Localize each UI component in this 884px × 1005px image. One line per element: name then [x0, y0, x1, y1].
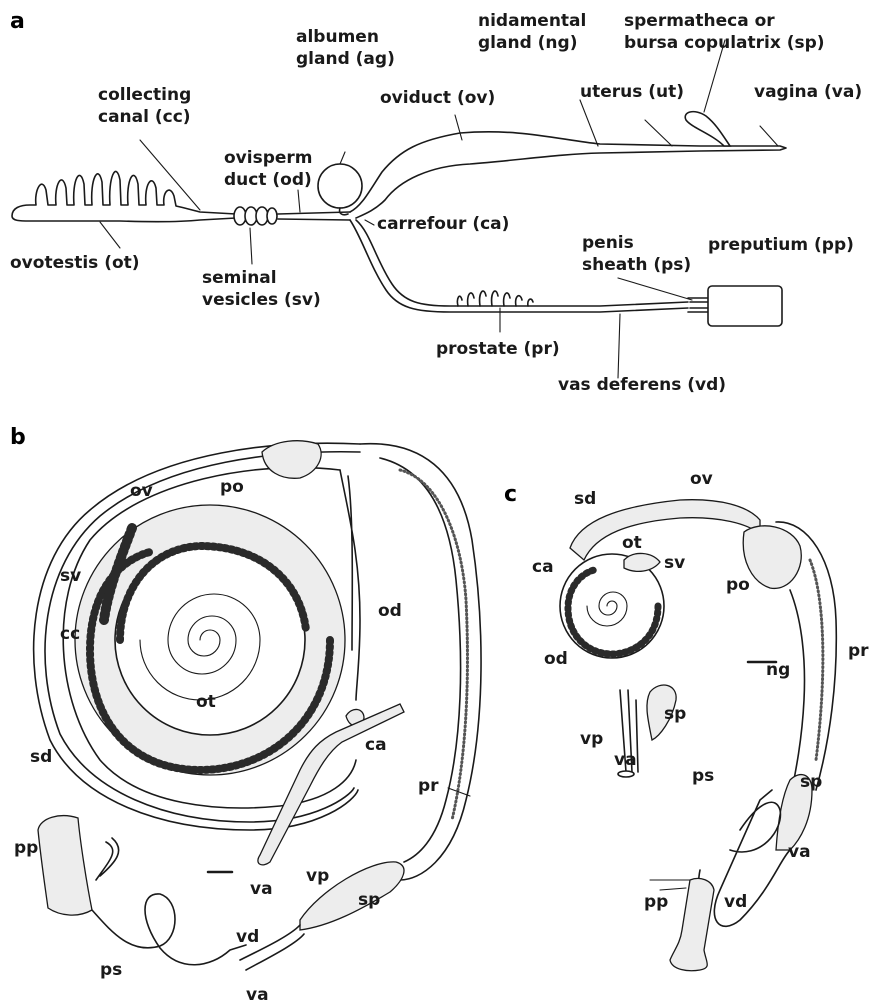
c-label-sp: sp — [664, 704, 686, 724]
label-ovisperm-1: ovisperm — [224, 148, 313, 168]
b-label-vp: vp — [306, 866, 329, 886]
c-label-ps: ps — [692, 766, 714, 786]
b-label-ps: ps — [100, 960, 122, 980]
preputium-shape — [708, 286, 782, 326]
b-label-ov: ov — [130, 481, 153, 501]
b-label-pp: pp — [14, 838, 38, 858]
label-albumen-1: albumen — [296, 27, 379, 47]
c-va-tip — [618, 771, 634, 777]
c-label-po: po — [726, 575, 750, 595]
c-prostate-texture — [810, 560, 823, 760]
c-label-pp: pp — [644, 892, 668, 912]
label-collecting-1: collecting — [98, 85, 191, 105]
c-label-sv: sv — [664, 553, 685, 573]
b-label-sd: sd — [30, 747, 52, 767]
label-prostate: prostate (pr) — [436, 339, 560, 359]
female-branch — [350, 132, 786, 218]
panel-a-letter: a — [10, 9, 25, 34]
pr-tube-outer — [360, 444, 481, 880]
label-ovisperm-2: duct (od) — [224, 170, 312, 190]
label-collecting-2: canal (cc) — [98, 107, 191, 127]
label-albumen-2: gland (ag) — [296, 49, 395, 69]
c-pp-fringe — [650, 880, 690, 890]
ovisperm-duct-shape — [278, 212, 350, 220]
po-organ — [262, 441, 321, 479]
c-po-organ — [743, 526, 801, 589]
b-label-od: od — [378, 601, 402, 621]
c-label-va-lower: va — [788, 842, 811, 862]
c-label-ot: ot — [622, 533, 642, 553]
c-sv-organ — [624, 553, 660, 571]
label-preputium: preputium (pp) — [708, 235, 854, 255]
seminal-vesicles-shape — [234, 207, 277, 225]
ovotestis-shape — [12, 171, 236, 221]
c-label-vp: vp — [580, 729, 603, 749]
label-nidamental-1: nidamental — [478, 11, 586, 31]
b-label-va: va — [250, 879, 273, 899]
panel-c-letter: c — [504, 482, 517, 507]
c-label-sp-lower: sp — [800, 772, 822, 792]
label-nidamental-2: gland (ng) — [478, 33, 577, 53]
panel-a-schematic: a ovotestis (ot) collecting canal (cc — [10, 9, 862, 395]
c-label-va: va — [614, 750, 637, 770]
c-pp-organ — [670, 878, 714, 970]
b-label-pr: pr — [418, 776, 439, 796]
b-label-vd: vd — [236, 927, 259, 947]
c-label-ng: ng — [766, 660, 790, 680]
prostate-shape — [457, 291, 533, 306]
ovotestis-spiral — [75, 505, 345, 775]
spermatheca-shape — [685, 112, 730, 146]
label-seminal-2: vesicles (sv) — [202, 290, 321, 310]
b-label-sp: sp — [358, 890, 380, 910]
b-label-va-lower: va — [246, 985, 269, 1005]
ps-duct — [92, 838, 246, 965]
pp-organ — [38, 816, 92, 915]
b-label-ot: ot — [196, 692, 216, 712]
label-seminal-1: seminal — [202, 268, 277, 288]
c-label-sd: sd — [574, 489, 596, 509]
b-label-po: po — [220, 477, 244, 497]
label-penis-2: sheath (ps) — [582, 255, 691, 275]
c-label-od: od — [544, 649, 568, 669]
panel-b-drawing: b ov po sv cc — [10, 425, 481, 1005]
label-vas-deferens: vas deferens (vd) — [558, 375, 726, 395]
panel-b-letter: b — [10, 425, 26, 450]
c-label-pr: pr — [848, 641, 869, 661]
c-label-vd: vd — [724, 892, 747, 912]
label-spermatheca-1: spermatheca or — [624, 11, 775, 31]
label-carrefour: carrefour (ca) — [377, 214, 509, 234]
label-ovotestis: ovotestis (ot) — [10, 253, 140, 273]
prostate-texture — [400, 470, 467, 820]
c-label-ov: ov — [690, 469, 713, 489]
label-vagina: vagina (va) — [754, 82, 862, 102]
c-pr-column-inner — [790, 590, 804, 800]
label-oviduct: oviduct (ov) — [380, 88, 495, 108]
b-label-cc: cc — [60, 624, 80, 644]
albumen-gland-shape — [318, 164, 362, 208]
c-label-ca: ca — [532, 557, 554, 577]
b-label-sv: sv — [60, 566, 81, 586]
c-ov-tube — [570, 500, 760, 560]
b-label-ca: ca — [365, 735, 387, 755]
panel-c-drawing: c sd ov ot sv ca po od ng — [504, 469, 869, 971]
label-spermatheca-2: bursa copulatrix (sp) — [624, 33, 825, 53]
label-uterus: uterus (ut) — [580, 82, 684, 102]
label-penis-1: penis — [582, 233, 634, 253]
